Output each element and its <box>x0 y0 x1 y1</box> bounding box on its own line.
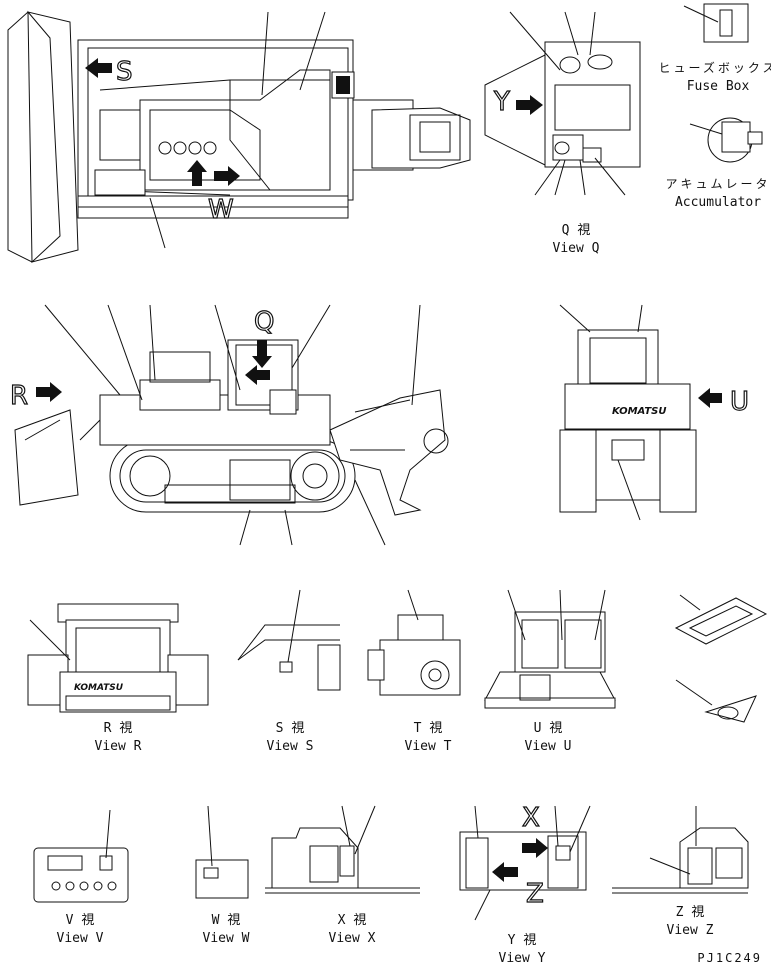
view-s-en: View S <box>267 739 314 754</box>
letter-r: R <box>10 381 28 411</box>
view-q-en: View Q <box>553 241 600 256</box>
view-u-en: View U <box>525 739 572 754</box>
view-u-drawing <box>484 589 616 709</box>
view-y-jp: Y 視 <box>508 933 537 948</box>
view-z-drawing <box>612 806 749 894</box>
letter-y-top: Y <box>493 87 510 117</box>
view-t-drawing <box>367 589 461 696</box>
view-y-en: View Y <box>499 951 546 966</box>
view-w-jp: W 視 <box>212 913 241 928</box>
letter-x: X <box>522 803 540 833</box>
view-v-en: View V <box>57 931 104 946</box>
drawing-code: PJ1C249 <box>697 951 762 965</box>
view-q-drawing <box>484 11 641 196</box>
letter-u: U <box>730 387 749 417</box>
fuse-box-label-en: Fuse Box <box>687 79 750 94</box>
view-q-jp: Q 視 <box>562 223 591 238</box>
fuse-box-drawing <box>683 3 749 43</box>
view-u-jp: U 視 <box>534 721 563 736</box>
view-z-en: View Z <box>667 923 714 938</box>
view-w-drawing <box>195 805 249 899</box>
view-t-jp: T 視 <box>414 721 443 736</box>
view-r-jp: R 視 <box>104 721 133 736</box>
letter-z: Z <box>526 879 544 909</box>
brand-view-r: KOMATSU <box>74 683 124 693</box>
view-r-en: View R <box>95 739 142 754</box>
view-y-drawing <box>459 805 591 921</box>
view-s-drawing <box>237 589 341 691</box>
view-x-drawing <box>265 805 420 894</box>
fuse-box-label-jp: ヒューズボックス <box>658 60 771 75</box>
letter-q: Q <box>254 307 274 337</box>
view-x-jp: X 視 <box>338 913 367 928</box>
view-x-en: View X <box>329 931 376 946</box>
view-t-en: View T <box>405 739 452 754</box>
view-s-jp: S 視 <box>276 721 305 736</box>
accumulator-label-jp: アキュムレータ <box>665 177 770 191</box>
view-r-drawing: KOMATSU <box>27 603 209 713</box>
view-v-drawing <box>33 809 129 903</box>
accumulator-label-en: Accumulator <box>675 195 761 210</box>
side-view-drawing <box>14 304 449 546</box>
view-v-jp: V 視 <box>66 913 95 928</box>
rear-view-drawing: KOMATSU <box>559 304 722 521</box>
view-w-en: View W <box>203 931 250 946</box>
brand-rear: KOMATSU <box>612 406 667 417</box>
decal-drawings <box>674 594 768 723</box>
letter-w: W <box>208 195 234 225</box>
letter-s: S <box>116 57 133 87</box>
accumulator-drawing <box>689 117 763 163</box>
top-view-drawing <box>7 10 471 264</box>
view-z-jp: Z 視 <box>676 905 705 920</box>
